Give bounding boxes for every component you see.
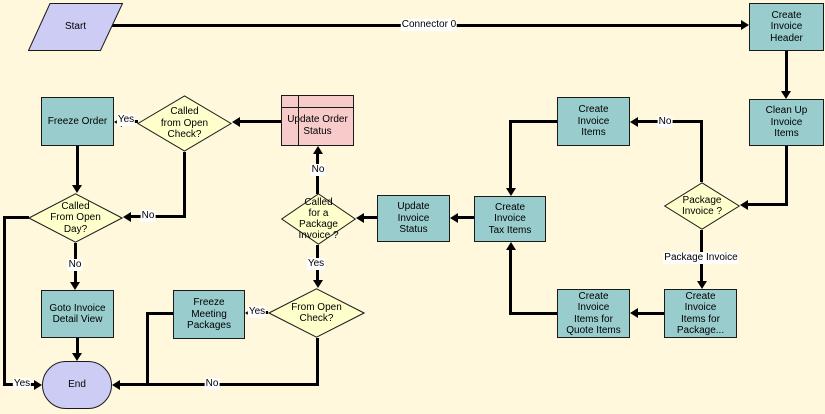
start-node[interactable]: Start — [28, 3, 123, 51]
operation-label: Update Order Status — [287, 114, 348, 137]
step-label: Goto Invoice Detail View — [49, 302, 106, 326]
edge-label-cfod-yes[interactable]: Yes — [12, 378, 32, 390]
parallelogram-shape — [28, 3, 123, 51]
decision-label: Called from Open Check? — [160, 106, 209, 141]
step-label: Freeze Meeting Packages — [187, 297, 231, 332]
arrowhead-icon — [72, 353, 82, 361]
arrowhead-icon — [781, 91, 791, 99]
edge-items-to-tax-items[interactable] — [509, 120, 557, 123]
edge-items-to-tax-items[interactable] — [509, 122, 512, 188]
arrowhead-icon — [741, 20, 749, 30]
edge-quote-items-to-tax-items[interactable] — [509, 312, 557, 315]
step-label: Create Invoice Items — [577, 104, 610, 139]
decision-from-open-check[interactable]: From Open Check? — [268, 288, 365, 338]
decision-called-for-a-package-invoice[interactable]: Called for a Package Invoice ? — [281, 193, 356, 245]
decision-called-from-open-check[interactable]: Called from Open Check? — [137, 95, 232, 152]
edge-label-cfod-no[interactable]: No — [67, 259, 83, 271]
edge-cfoc-q-no[interactable] — [130, 215, 185, 218]
step-create-invoice-items-for-package[interactable]: Create Invoice Items for Package... — [664, 289, 737, 338]
operation-grid-line — [298, 96, 299, 145]
step-clean-up-invoice-items[interactable]: Clean Up Invoice Items — [749, 99, 824, 146]
edge-freeze-meeting-packages-to-end[interactable] — [146, 312, 173, 315]
step-label: Create Invoice Tax Items — [488, 201, 532, 236]
diamond-shape — [28, 193, 123, 243]
edge-goto-detail-to-end[interactable] — [76, 338, 79, 354]
step-update-invoice-status[interactable]: Update Invoice Status — [377, 195, 450, 242]
step-label: Create Invoice Items for Package... — [676, 290, 725, 337]
edge-package-q-no[interactable] — [700, 122, 703, 182]
step-create-invoice-header[interactable]: Create Invoice Header — [749, 3, 824, 51]
step-label: Create Invoice Items for Quote Items — [566, 290, 621, 337]
diamond-shape — [281, 193, 356, 245]
edge-cfoc-q-no[interactable] — [183, 152, 186, 218]
edge-label-foc-no[interactable]: No — [204, 378, 220, 390]
arrowhead-icon — [313, 146, 323, 154]
decision-label: Called for a Package Invoice ? — [298, 197, 339, 241]
decision-label: Called From Open Day? — [50, 200, 101, 235]
step-create-invoice-tax-items[interactable]: Create Invoice Tax Items — [474, 196, 546, 242]
edge-cleanup-to-package-q[interactable] — [747, 203, 788, 206]
edge-foc-q-no[interactable] — [316, 338, 319, 386]
arrowhead-icon — [697, 281, 707, 289]
edge-header-to-cleanup[interactable] — [785, 51, 788, 92]
step-label: Freeze Order — [47, 115, 108, 127]
step-label: Clean Up Invoice Items — [765, 105, 808, 140]
edge-freeze-meeting-packages-to-end[interactable] — [146, 312, 149, 386]
edge-cfod-q-yes[interactable] — [3, 216, 29, 219]
edge-label-connector-0[interactable]: Connector 0 — [400, 19, 458, 31]
diamond-shape — [664, 182, 740, 230]
edge-cfod-q-yes[interactable] — [3, 216, 6, 386]
decision-package-invoice[interactable]: Package Invoice ? — [664, 182, 740, 230]
edge-quote-items-to-tax-items[interactable] — [509, 250, 512, 315]
arrowhead-icon — [356, 213, 364, 223]
step-create-invoice-items-for-quote-items[interactable]: Create Invoice Items for Quote Items — [557, 289, 630, 338]
arrowhead-icon — [112, 380, 120, 390]
decision-label: Package Invoice ? — [681, 194, 723, 218]
arrowhead-icon — [232, 117, 240, 127]
arrowhead-icon — [506, 242, 516, 250]
operation-grid-line — [282, 107, 353, 108]
step-label: Create Invoice Header — [770, 9, 803, 44]
arrowhead-icon — [450, 213, 458, 223]
edge-freeze-order-to-cfod-q[interactable] — [76, 146, 79, 186]
arrowhead-icon — [630, 117, 638, 127]
edge-update-order-status-to-cfoc-q[interactable] — [239, 120, 281, 123]
edge-label-cfp-no[interactable]: No — [310, 164, 326, 176]
step-goto-invoice-detail-view[interactable]: Goto Invoice Detail View — [41, 290, 114, 338]
edge-package-items-to-quote-items[interactable] — [637, 312, 664, 315]
step-label: Update Invoice Status — [397, 201, 430, 236]
end-label: End — [68, 379, 86, 391]
arrowhead-icon — [506, 188, 516, 196]
decision-label: From Open Check? — [291, 301, 342, 325]
edge-tax-items-to-update-invoice-status[interactable] — [457, 216, 474, 219]
arrowhead-icon — [630, 308, 638, 318]
operation-update-order-status[interactable]: Update Order Status — [281, 95, 354, 146]
arrowhead-icon — [740, 200, 748, 210]
edge-label-package-invoice[interactable]: Package Invoice — [663, 252, 739, 264]
arrowhead-icon — [70, 282, 80, 290]
edge-label-cfp-yes[interactable]: Yes — [306, 258, 326, 270]
arrowhead-icon — [123, 212, 131, 222]
step-create-invoice-items[interactable]: Create Invoice Items — [557, 97, 630, 146]
diamond-shape — [268, 288, 365, 338]
edge-cleanup-to-package-q[interactable] — [785, 146, 788, 206]
end-node[interactable]: End — [42, 361, 112, 409]
edge-label-package-no[interactable]: No — [657, 116, 673, 128]
edge-update-invoice-status-to-cfp-q[interactable] — [363, 216, 377, 219]
decision-called-from-open-day[interactable]: Called From Open Day? — [28, 193, 123, 243]
edge-label-cfoc-yes[interactable]: Yes — [116, 114, 136, 126]
step-freeze-order[interactable]: Freeze Order — [41, 97, 114, 146]
edge-label-foc-yes[interactable]: Yes — [247, 306, 267, 318]
edge-label-cfoc-no[interactable]: No — [140, 210, 156, 222]
diamond-shape — [137, 95, 232, 152]
arrowhead-icon — [313, 280, 323, 288]
start-label: Start — [64, 21, 87, 33]
step-freeze-meeting-packages[interactable]: Freeze Meeting Packages — [173, 290, 245, 339]
arrowhead-icon — [72, 185, 82, 193]
arrowhead-icon — [34, 380, 42, 390]
